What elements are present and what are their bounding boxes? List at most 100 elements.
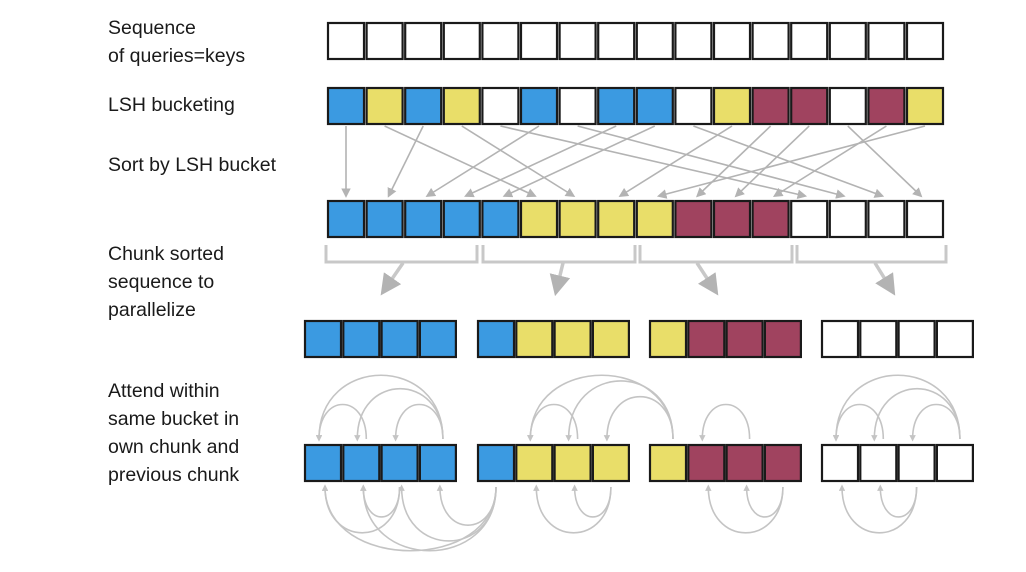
attention-arc xyxy=(909,403,961,442)
bucketed-cell xyxy=(519,86,559,126)
attention-arc xyxy=(565,380,674,442)
sorted-cell xyxy=(751,199,790,239)
sort-arrow xyxy=(502,125,656,198)
query-key-cell xyxy=(905,21,945,61)
bucketed-cell xyxy=(326,86,366,126)
attend-cell xyxy=(476,443,516,483)
sorted-cell xyxy=(404,199,443,239)
chunk-cell xyxy=(648,319,688,359)
query-key-cell xyxy=(365,21,404,61)
sorted-cell xyxy=(365,199,404,239)
attention-arc xyxy=(838,484,918,534)
query-key-cell xyxy=(712,21,752,61)
bucketed-cell xyxy=(365,86,404,126)
sorted-cell xyxy=(635,199,674,239)
sorted-cell xyxy=(905,199,945,239)
chunk-cell xyxy=(342,319,381,359)
attention-arc xyxy=(871,388,961,442)
bucketed-cell xyxy=(481,86,520,126)
chunk-cell xyxy=(303,319,343,359)
attend-cell xyxy=(820,443,860,483)
bucketed-cell xyxy=(790,86,829,126)
sorted-cell xyxy=(712,199,752,239)
query-key-cell xyxy=(519,21,559,61)
attend-cell xyxy=(418,443,457,483)
sort-arrow xyxy=(500,125,808,199)
attention-arc xyxy=(603,395,674,442)
sort-arrow xyxy=(693,125,885,198)
chunk-cell xyxy=(897,319,936,359)
bucketed-cell xyxy=(905,86,945,126)
query-key-cell xyxy=(558,21,597,61)
sorted-cell xyxy=(481,199,520,239)
label-attend: Attend within same bucket in own chunk a… xyxy=(108,380,240,486)
attention-arc xyxy=(743,484,784,518)
attend-cell xyxy=(897,443,936,483)
sorted-cell xyxy=(326,199,366,239)
sort-arrow xyxy=(772,125,887,198)
sorted-cell xyxy=(597,199,636,239)
sort-arrow xyxy=(577,125,846,199)
chunk-cell xyxy=(515,319,554,359)
attend-cell xyxy=(342,443,381,483)
query-key-cell xyxy=(828,21,867,61)
attention-arc xyxy=(392,403,444,442)
attend-cell xyxy=(648,443,688,483)
chunk-cell xyxy=(763,319,803,359)
query-key-cell xyxy=(404,21,443,61)
attention-arc xyxy=(705,484,784,534)
attend-cell xyxy=(553,443,592,483)
chunk-cell xyxy=(476,319,516,359)
attention-arc xyxy=(315,374,444,442)
query-key-cell xyxy=(481,21,520,61)
attend-cell xyxy=(515,443,554,483)
attend-cell xyxy=(303,443,343,483)
sort-arrow xyxy=(464,125,617,198)
attention-arc xyxy=(321,484,401,534)
attention-arc xyxy=(315,403,368,442)
bucketed-cell xyxy=(867,86,906,126)
attend-cell xyxy=(859,443,898,483)
chunk-bracket xyxy=(481,245,637,264)
sort-arrow xyxy=(656,125,926,199)
attention-arc xyxy=(832,403,885,442)
attend-cell xyxy=(935,443,975,483)
attention-arc xyxy=(699,403,751,442)
sorted-cell xyxy=(558,199,597,239)
chunk-cell xyxy=(859,319,898,359)
bucketed-cell xyxy=(597,86,636,126)
attention-arc xyxy=(398,484,497,542)
sorted-cell xyxy=(790,199,829,239)
query-key-cell xyxy=(442,21,481,61)
sort-arrow xyxy=(847,125,923,198)
bucketed-cell xyxy=(674,86,713,126)
sort-arrow xyxy=(461,125,576,198)
sorted-cell xyxy=(828,199,867,239)
label-sort: Sort by LSH bucket xyxy=(108,154,276,176)
chunk-arrow xyxy=(695,262,719,296)
bucketed-cell xyxy=(828,86,867,126)
bucketed-cell xyxy=(751,86,790,126)
chunk-arrow xyxy=(380,262,405,296)
query-key-cell xyxy=(751,21,790,61)
attention-arc xyxy=(571,484,612,518)
bucketed-cell xyxy=(635,86,674,126)
sorted-cell xyxy=(674,199,713,239)
chunk-cell xyxy=(820,319,860,359)
chunk-cell xyxy=(725,319,764,359)
sort-arrow xyxy=(425,125,540,198)
label-sequence: Sequence of queries=keys xyxy=(108,17,246,67)
sort-arrow xyxy=(618,125,733,198)
attention-arc xyxy=(877,484,918,518)
attend-cell xyxy=(763,443,803,483)
attention-arc xyxy=(436,484,497,526)
chunk-bracket xyxy=(324,245,479,264)
attention-arc xyxy=(533,484,612,534)
sort-arrow xyxy=(734,125,810,198)
bucketed-cell xyxy=(404,86,443,126)
attention-arc xyxy=(832,374,961,442)
chunk-cell xyxy=(418,319,457,359)
bucketed-cell xyxy=(442,86,481,126)
query-key-cell xyxy=(597,21,636,61)
sort-arrow xyxy=(387,125,424,198)
